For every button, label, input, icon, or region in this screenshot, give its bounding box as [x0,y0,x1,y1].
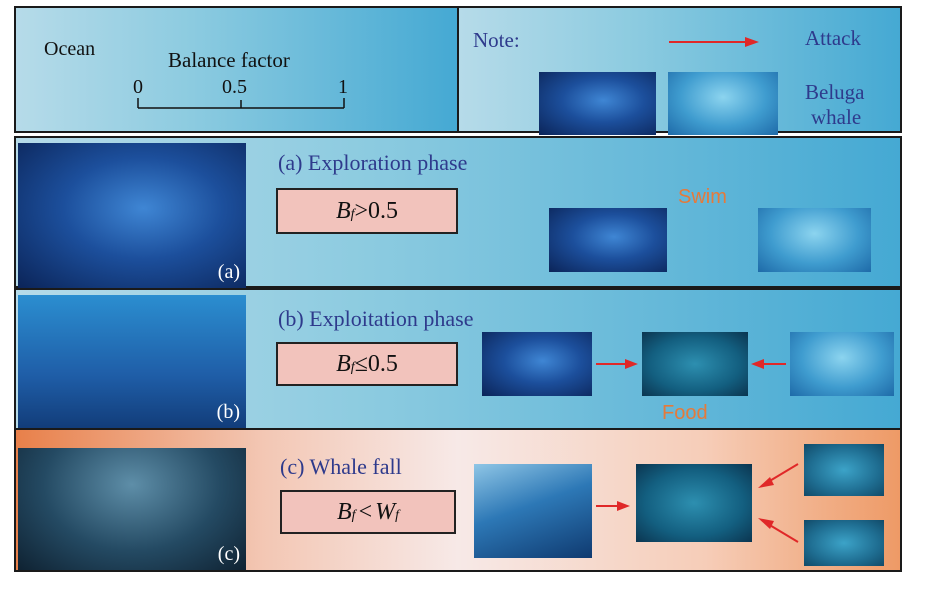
whale-fall-title: (c) Whale fall [280,454,402,479]
formula-subscript: f [350,360,355,375]
food-photo [642,332,748,396]
formula-condition: ≤0.5 [354,350,398,377]
arrow-icon [758,518,799,543]
beluga-photo [758,208,871,272]
attack-arrows [596,359,786,369]
formula-subscript-w: f [395,508,399,523]
whale-fall-photo: (c) [18,448,246,570]
legend-panel: Ocean Balance factor 0 0.5 1 [14,6,459,133]
scale-tick-1: 1 [338,76,348,98]
arrow-icon [758,463,799,488]
sperm-whales-photo: (b) [18,295,246,428]
attack-label: Attack [805,26,861,50]
whale-photo [482,332,592,396]
panel-c-corner-label: (c) [217,543,240,565]
whale-photo [549,208,667,272]
fish-school-photo [804,520,884,566]
beluga-photo [790,332,894,396]
panel-a-corner-label: (a) [217,261,240,283]
formula-condition: < [358,498,373,525]
note-panel: Note: Attack Beluga whale [457,6,902,135]
formula-symbol: B [336,350,351,377]
note-label: Note: [473,28,520,52]
beluga-label-line1: Beluga [805,80,865,104]
attack-arrow-icon [669,37,759,47]
formula-symbol-w: W [375,498,396,525]
balance-scale [137,98,345,109]
whales-descending-photo [474,464,592,558]
whale-shark-photo: (a) [18,143,246,288]
formula-subscript: f [351,508,356,523]
figure: Ocean Balance factor 0 0.5 1 Note: Attac… [14,6,902,572]
scale-tick-half: 0.5 [222,76,247,98]
beluga-photo [668,72,778,135]
ocean-label: Ocean [44,38,96,60]
food-label: Food [662,402,708,424]
scale-tick-0: 0 [133,76,143,98]
exploration-title: (a) Exploration phase [278,150,468,175]
whale-photo [539,72,656,135]
formula-subscript: f [350,207,355,222]
swim-label: Swim [678,186,727,208]
scavengers-photo [804,444,884,496]
formula-symbol: B [337,498,352,525]
arrow-icon [596,501,630,511]
arrow-icon [751,359,786,369]
whale-fall-arrows [596,463,799,543]
formula-condition: >0.5 [354,197,399,224]
formula-symbol: B [335,197,351,224]
panel-b-corner-label: (b) [216,401,240,423]
beluga-label-line2: whale [811,105,862,129]
exploitation-title: (b) Exploitation phase [278,306,474,331]
balance-factor-label: Balance factor [168,48,290,72]
whale-carcass-photo [636,464,752,542]
arrow-icon [596,359,638,369]
